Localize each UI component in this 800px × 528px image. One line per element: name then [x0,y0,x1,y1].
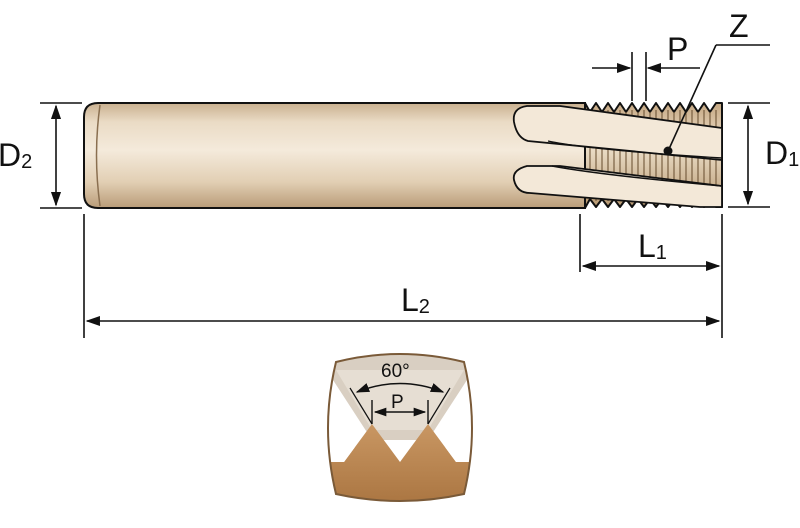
tool-body [83,102,723,209]
l2-label: L2 [401,282,430,318]
d1-label: D1 [765,135,799,171]
flute-edge-low [551,165,723,187]
detail-p-label: P [391,392,404,413]
dimensions [40,44,770,338]
l1-label: L1 [638,228,667,264]
z-leader-dot [663,146,673,156]
flute-lower [512,165,723,208]
shank [83,102,586,209]
angle-arc [355,382,445,393]
detail-frame [327,353,473,502]
thread-profile-detail: 60° P [327,353,473,502]
thread-teeth [328,424,472,501]
d2-label: D2 [0,137,32,173]
angle-label: 60° [381,361,410,382]
z-label: Z [729,8,749,44]
shank-end-chamfer [95,104,101,207]
p-label: P [667,31,688,67]
flute-edge-mid [547,140,723,159]
z-leader-diagonal [668,44,717,150]
